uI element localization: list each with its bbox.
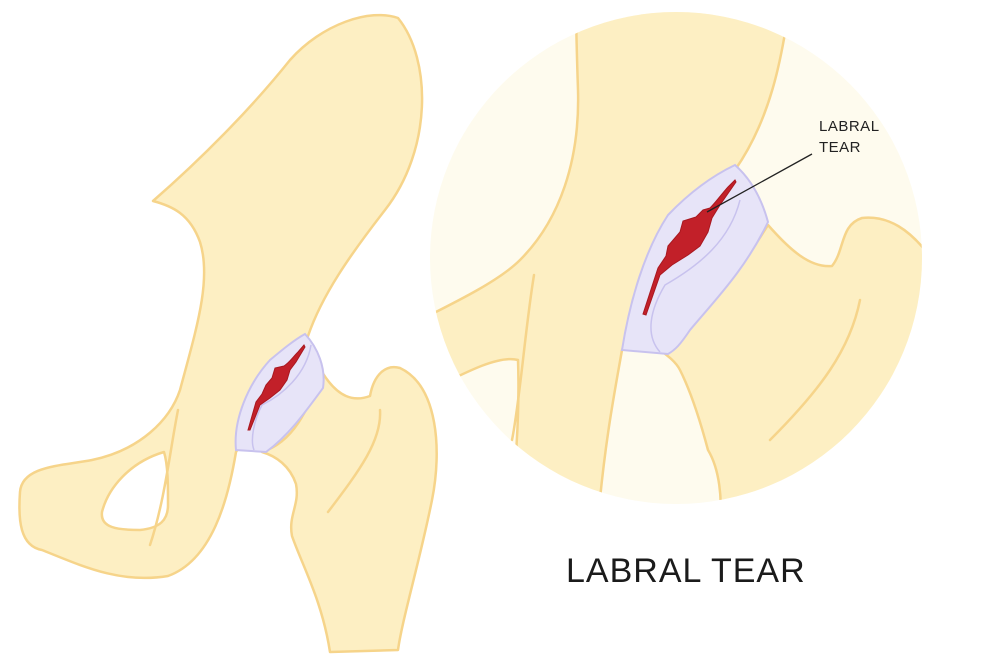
callout-leader-line	[706, 153, 813, 213]
pelvis-bone	[18, 13, 424, 580]
diagram-title: LABRAL TEAR	[566, 552, 806, 590]
pelvis-contour	[148, 408, 180, 547]
callout-line-1: LABRAL	[819, 118, 880, 135]
pelvis-contour-zoomed	[510, 273, 536, 442]
labrum	[234, 332, 325, 454]
femur-contour	[326, 408, 382, 514]
femur-bone	[260, 365, 438, 654]
hip-joint-overview	[18, 13, 438, 654]
callout-label: LABRAL TEAR	[819, 116, 880, 158]
callout-line-2: TEAR	[819, 139, 862, 156]
labrum-fold-zoomed	[650, 199, 741, 353]
labrum-fold	[251, 344, 312, 451]
labral-tear	[247, 344, 306, 431]
magnified-view	[430, 12, 922, 504]
labral-tear-zoomed	[642, 179, 737, 316]
femur-contour-zoomed	[768, 298, 862, 442]
labrum-zoomed	[620, 163, 770, 356]
